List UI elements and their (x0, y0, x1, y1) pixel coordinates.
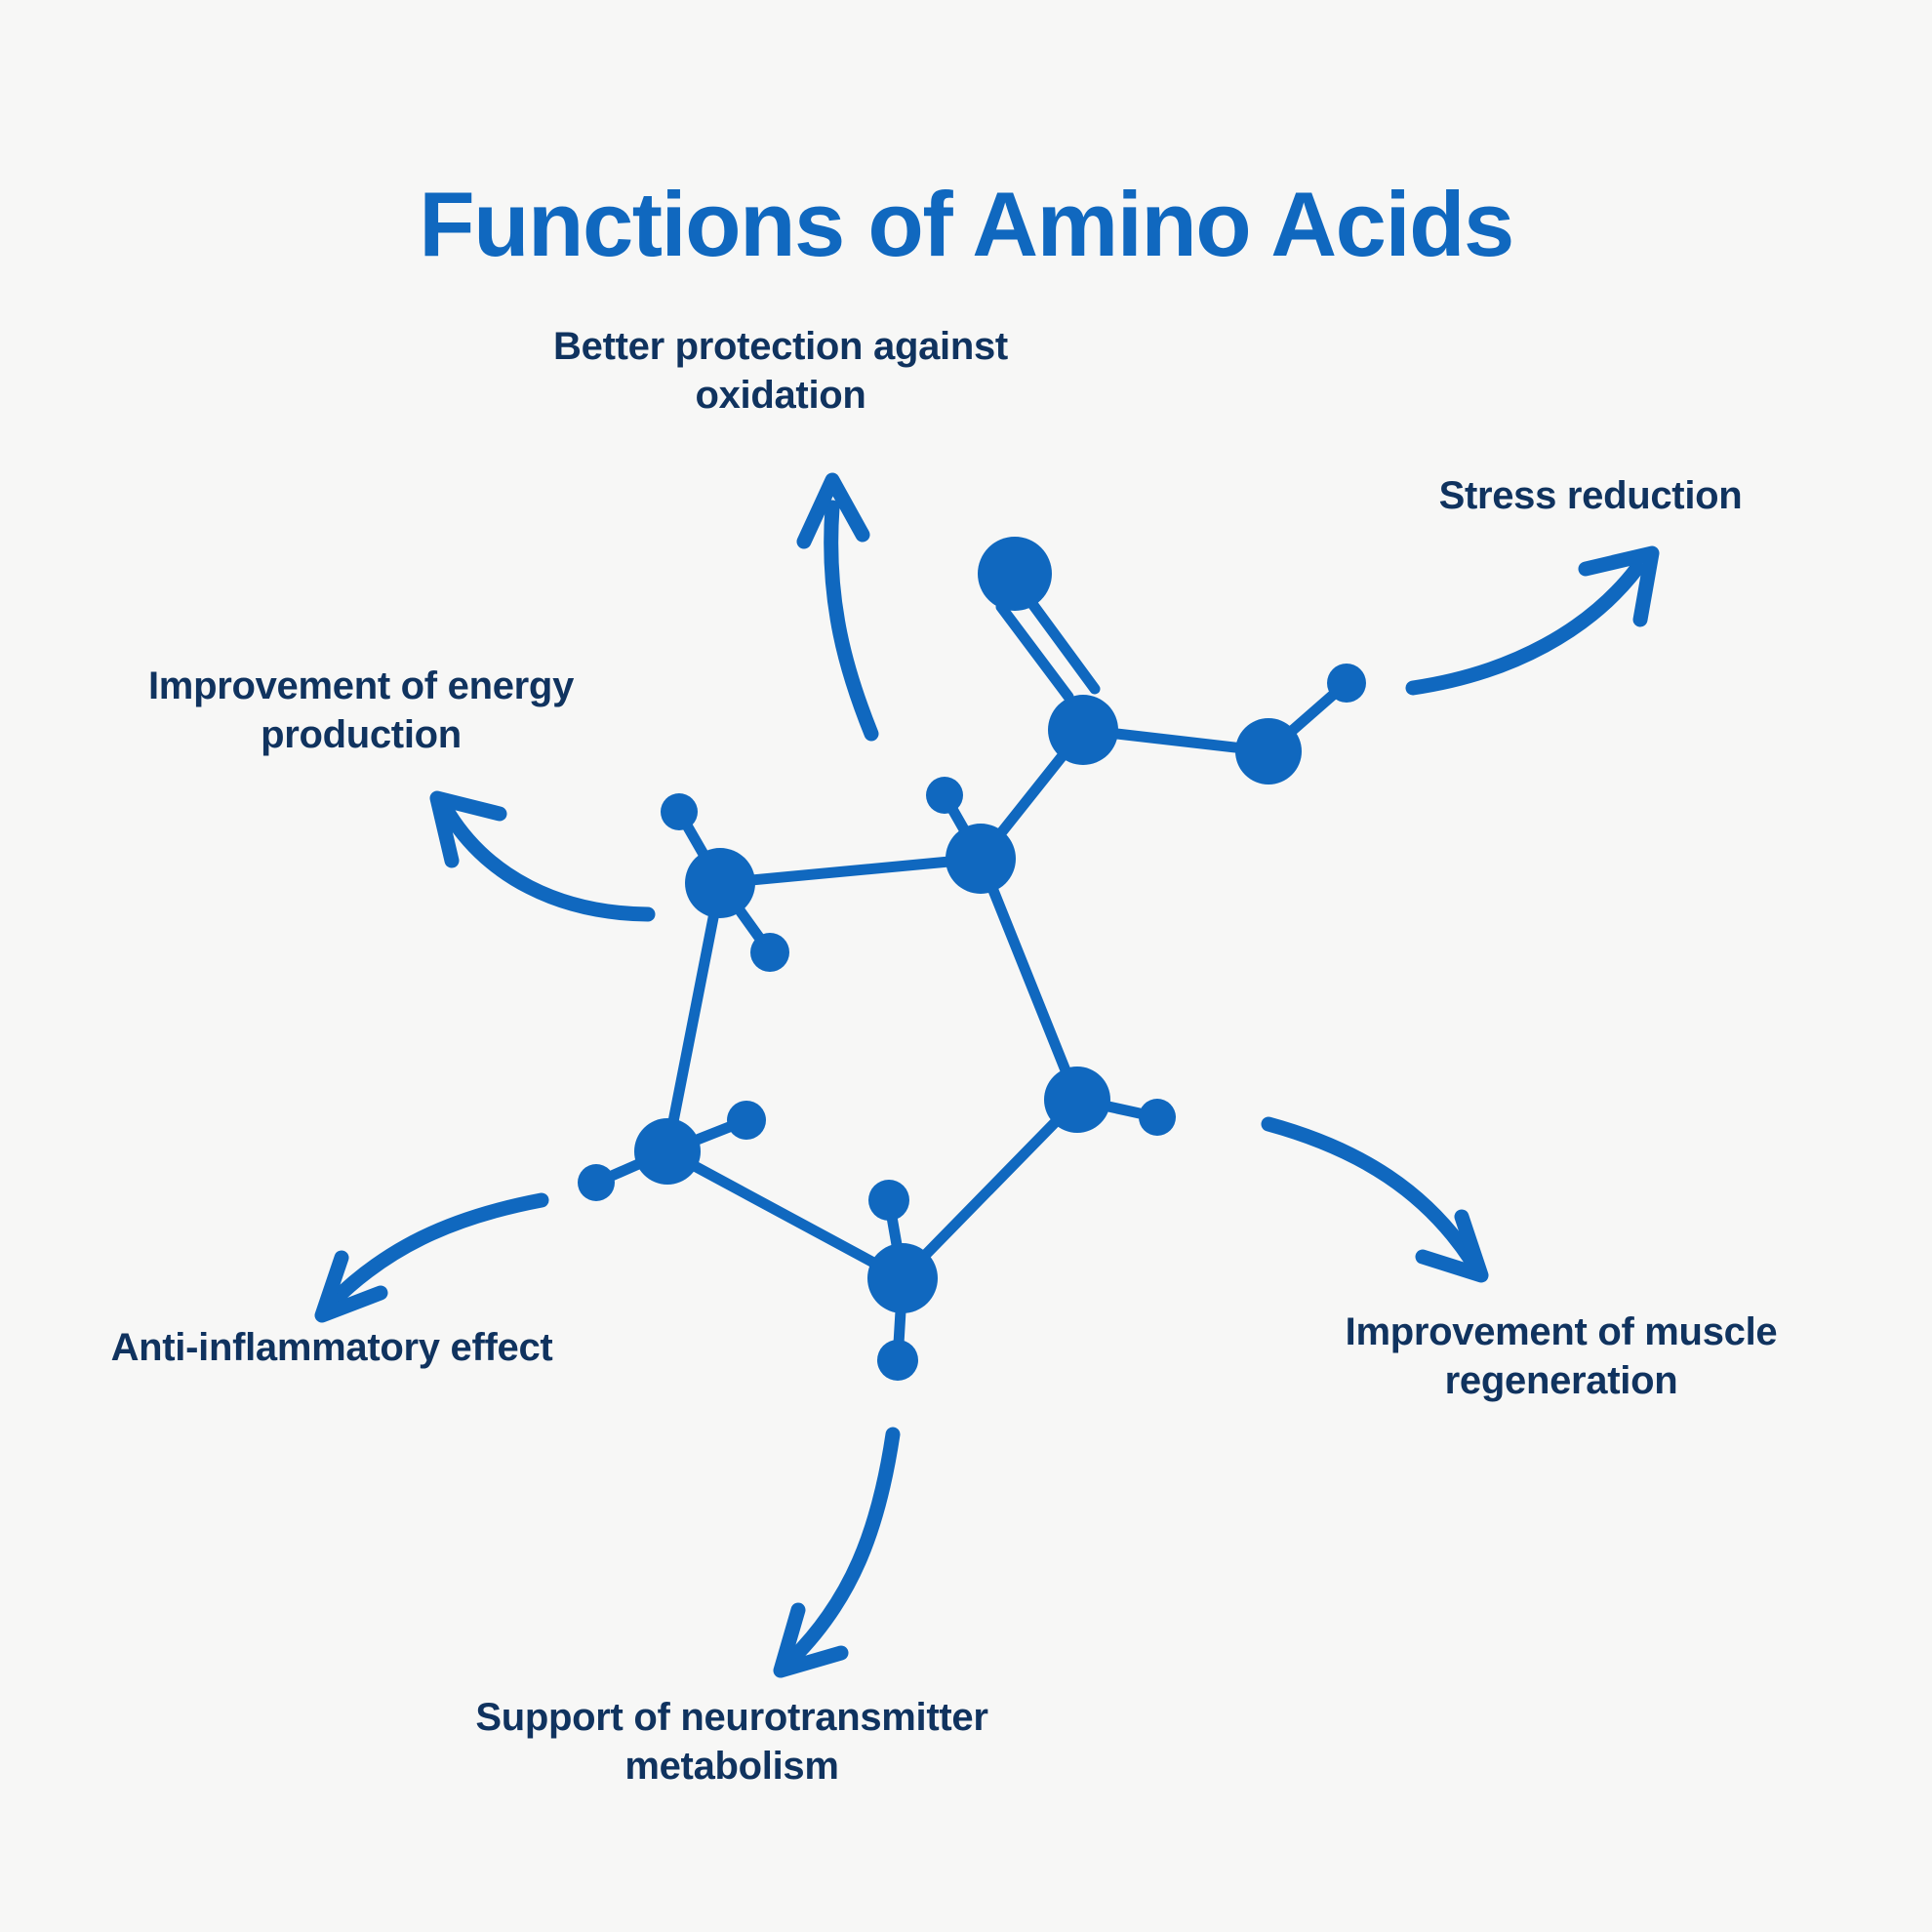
callout-label-oxidation: Better protection against oxidation (553, 325, 1008, 418)
bond-double-b (1022, 591, 1101, 695)
arrow-stress-head (1578, 545, 1660, 627)
arrow-energy-head (429, 790, 507, 868)
atom-oxygen-top (978, 537, 1052, 611)
arrow-oxidation-shaft (824, 500, 879, 742)
arrow-energy (429, 790, 656, 922)
atom-hydrogen-amine (1327, 664, 1366, 703)
atom-nitrogen-amine (1235, 718, 1302, 785)
arrow-neurotransmitter (773, 1427, 901, 1678)
callout-label-neurotransmitter-metabolism: Support of neurotransmitter metabolism (475, 1696, 988, 1789)
bond-ringul-ringll (662, 877, 726, 1157)
arrow-oxidation-head (796, 472, 870, 549)
atom-carbon-carboxyl (1048, 695, 1118, 765)
atom-carbon-ring-bottom (867, 1243, 938, 1313)
bond-ringb-ringlr (897, 1094, 1083, 1284)
bond-ringlr-alpha (975, 853, 1083, 1106)
arrow-muscle (1261, 1116, 1489, 1283)
arrow-energy-shaft (441, 806, 656, 922)
atom-carbon-ring-lower-right (1044, 1067, 1110, 1133)
arrow-neurotransmitter-head (773, 1602, 849, 1678)
bond-ringll-ringb (662, 1146, 908, 1284)
callout-label-muscle-regeneration: Improvement of muscle regeneration (1345, 1310, 1778, 1403)
callout-label-energy-production: Improvement of energy production (147, 664, 575, 757)
atom-hydrogen-ul-2 (750, 933, 789, 972)
atom-hydrogen-b-2 (877, 1340, 918, 1381)
atom-hydrogen-b-1 (868, 1180, 909, 1221)
atom-carbon-alpha (946, 824, 1016, 894)
atom-carbon-ring-lower-left (634, 1118, 701, 1185)
arrow-neurotransmitter-shaft (785, 1427, 901, 1667)
callout-label-anti-inflammatory: Anti-inflammatory effect (110, 1326, 553, 1369)
atom-carbon-ring-upper-left (685, 848, 755, 918)
arrow-oxidation (796, 472, 879, 742)
arrow-antiinflammatory-shaft (324, 1192, 549, 1310)
page-title: Functions of Amino Acids (419, 172, 1514, 275)
bond-alpha-ringul (714, 853, 986, 889)
molecule-atoms (578, 537, 1366, 1381)
atom-hydrogen-alpha (926, 777, 963, 814)
arrow-stress-shaft (1405, 560, 1645, 696)
arrow-antiinflammatory (314, 1192, 549, 1323)
callout-label-stress-reduction: Stress reduction (1438, 474, 1743, 517)
atom-hydrogen-ll-1 (727, 1101, 766, 1140)
atom-hydrogen-lr-1 (1139, 1099, 1176, 1136)
atom-hydrogen-ll-2 (578, 1164, 615, 1201)
arrow-muscle-shaft (1261, 1116, 1479, 1268)
atom-hydrogen-ul-1 (661, 793, 698, 830)
bond-double-a (995, 601, 1074, 703)
arrow-antiinflammatory-head (314, 1250, 388, 1323)
arrow-stress (1405, 545, 1660, 696)
arrow-muscle-head (1415, 1209, 1489, 1283)
